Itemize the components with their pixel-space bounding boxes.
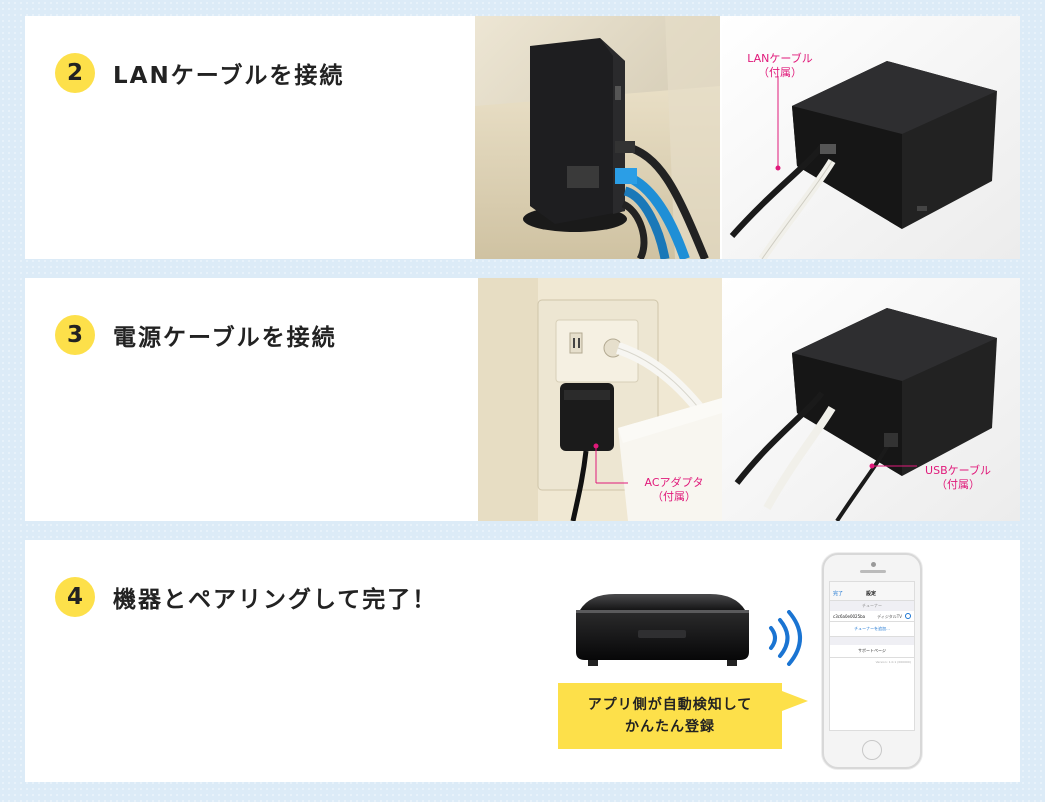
status-bar — [830, 582, 914, 588]
phone-screen: 完了 設定 チューナー c3c6a0e0025ba ディジタルTV チューナーを… — [829, 581, 915, 731]
device-row[interactable]: c3c6a0e0025ba ディジタルTV — [830, 611, 914, 622]
phone-speaker — [860, 570, 886, 573]
bubble-line-2: かんたん登録 — [625, 719, 715, 735]
wireless-signal-icon — [765, 610, 805, 670]
step-2-header: 2 LANケーブルを接続 — [55, 53, 344, 93]
spacer — [830, 637, 914, 645]
home-button[interactable] — [862, 740, 882, 760]
callout-note: （付属） — [936, 478, 980, 491]
step-number-badge: 4 — [55, 577, 95, 617]
callout-label: ACアダプタ — [644, 476, 704, 489]
info-icon[interactable] — [905, 613, 911, 619]
step-4-panel: 4 機器とペアリングして完了！ — [25, 540, 1020, 782]
outlet-photo — [478, 278, 722, 521]
phone-camera — [871, 562, 876, 567]
tower-device-photo — [475, 16, 720, 259]
usb-cable-callout: USBケーブル （付属） — [913, 464, 1003, 492]
step-2-panel: 2 LANケーブルを接続 — [25, 16, 1020, 259]
step-title: 機器とペアリングして完了！ — [113, 587, 438, 613]
callout-label: LANケーブル — [747, 52, 813, 65]
section-header: チューナー — [830, 601, 914, 611]
step-3-header: 3 電源ケーブルを接続 — [55, 315, 337, 355]
step-number-badge: 2 — [55, 53, 95, 93]
callout-note: （付属） — [652, 490, 696, 503]
screen-title: 設定 — [866, 591, 877, 597]
flat-device-usb-photo — [722, 278, 1020, 521]
step-3-panel: 3 電源ケーブルを接続 ACアダプタ — [25, 278, 1020, 521]
device-id: c3c6a0e0025ba — [833, 614, 866, 619]
ac-adapter-callout: ACアダプタ （付属） — [629, 476, 719, 504]
lan-cable-callout: LANケーブル （付属） — [736, 52, 824, 80]
back-button[interactable]: 完了 — [833, 591, 844, 597]
flat-device-photo — [722, 16, 1020, 259]
tuner-device-image — [570, 590, 755, 679]
device-name: ディジタルTV — [877, 614, 902, 619]
support-link[interactable]: サポートページ — [830, 645, 914, 658]
auto-detect-bubble: アプリ側が自動検知して かんたん登録 — [558, 683, 808, 749]
step-title: 電源ケーブルを接続 — [113, 325, 337, 351]
version-text: Version: 1.0.1 (000000) — [875, 660, 911, 664]
smartphone: 完了 設定 チューナー c3c6a0e0025ba ディジタルTV チューナーを… — [822, 553, 922, 769]
step-4-header: 4 機器とペアリングして完了！ — [55, 577, 437, 617]
bubble-line-1: アプリ側が自動検知して — [587, 697, 753, 713]
callout-note: （付属） — [758, 66, 802, 79]
step-title: LANケーブルを接続 — [113, 63, 345, 89]
step-number-badge: 3 — [55, 315, 95, 355]
add-tuner-button[interactable]: チューナーを追加... — [830, 622, 914, 637]
app-navbar: 完了 設定 — [830, 588, 914, 601]
callout-label: USBケーブル — [925, 464, 991, 477]
